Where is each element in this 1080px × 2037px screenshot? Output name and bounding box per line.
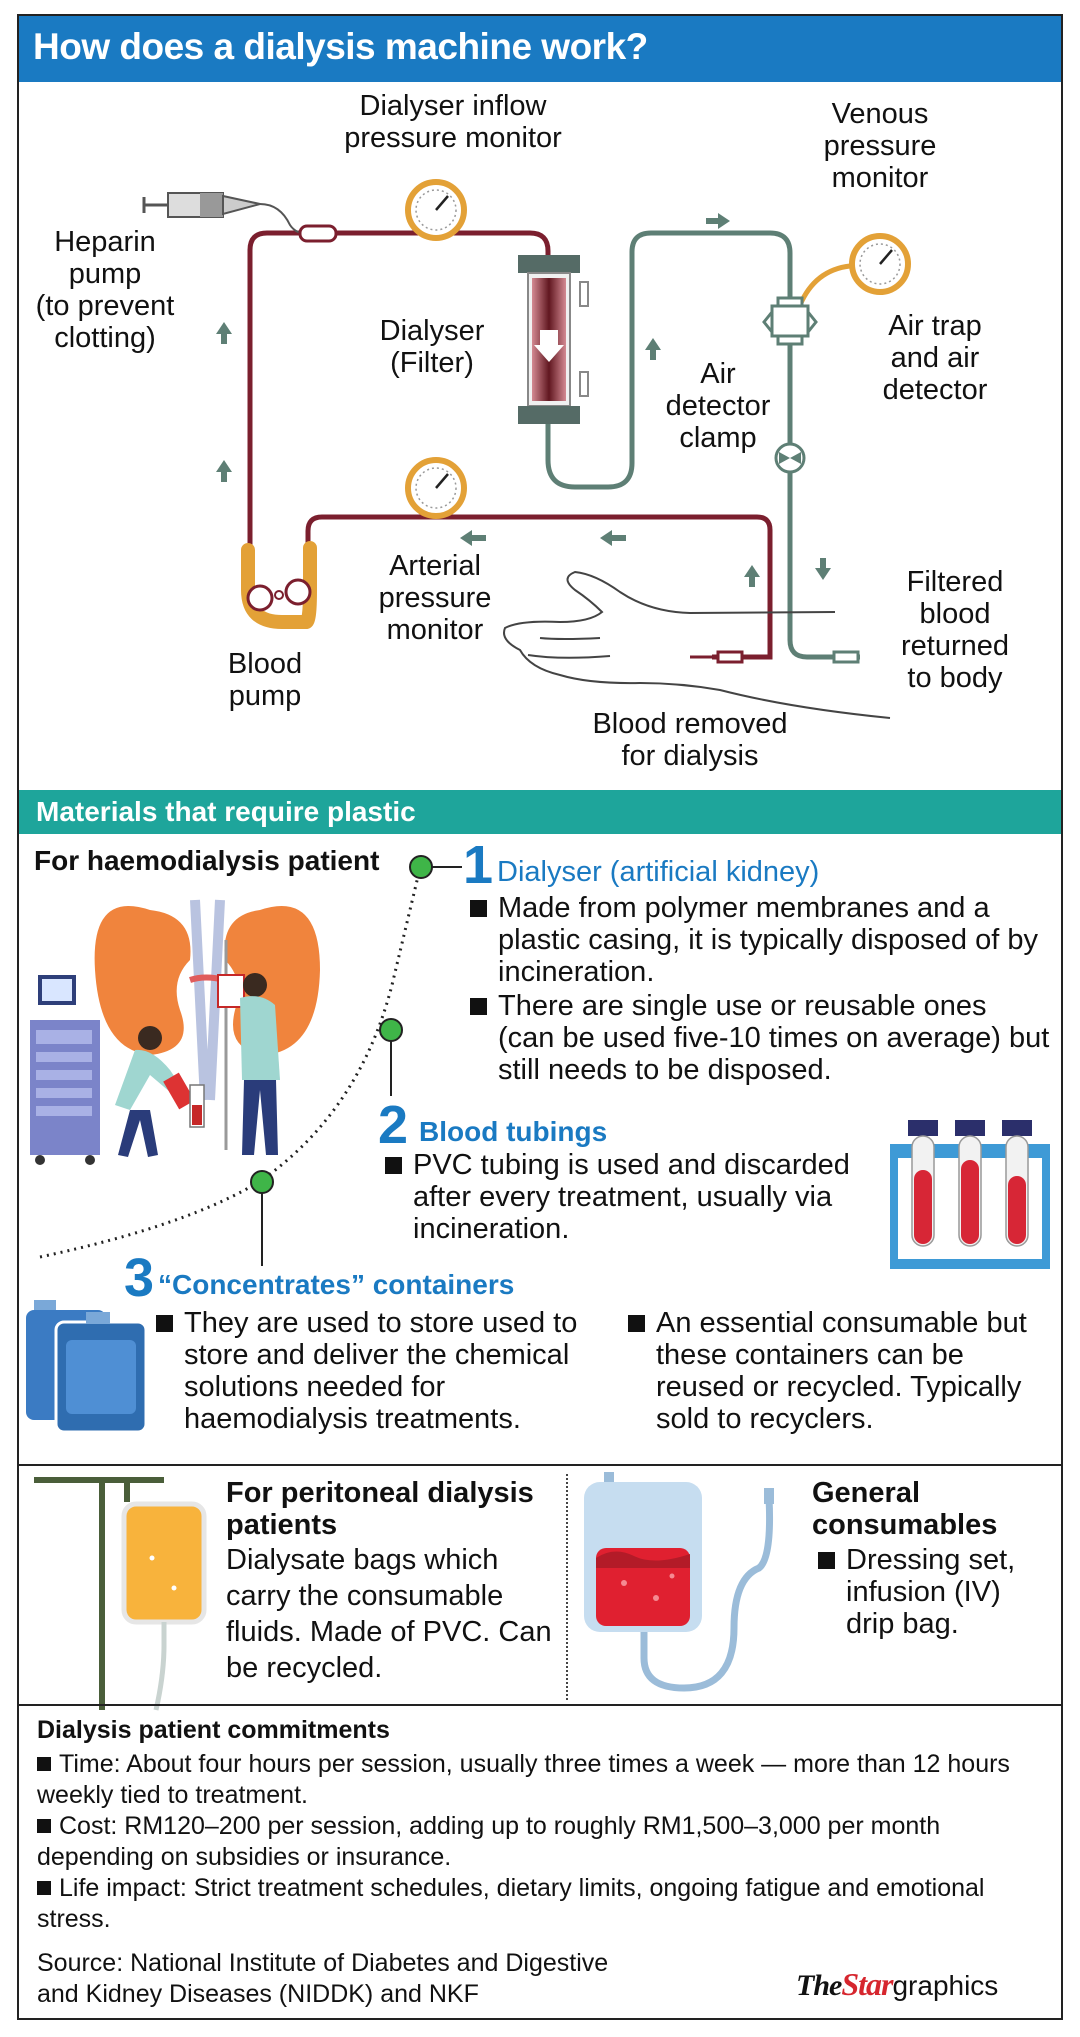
air-trap-icon [762,296,818,346]
label-filtered-blood: Filtered blood returned to body [900,566,1009,694]
commitment-time: Time: About four hours per session, usua… [37,1750,1010,1809]
label-heparin-pump: Heparin pump (to prevent clotting) [35,226,175,354]
label-venous-monitor: Venous pressure monitor [823,98,937,194]
item-3-title: “Concentrates” containers [158,1269,515,1300]
blood-pump-roller-left [246,584,274,612]
commitments-title: Dialysis patient commitments [37,1716,390,1744]
concentrate-containers-icon [26,1300,148,1434]
label-arterial-monitor: Arterial pressure monitor [378,550,492,646]
timeline-curve [39,855,462,1266]
arterial-gauge-icon [405,457,467,519]
dotted-vertical-divider [566,1474,568,1700]
item-1-number: 1 [463,835,494,895]
venous-return-line [787,338,860,660]
item-2-title: Blood tubings [419,1116,608,1147]
air-detector-clamp-icon [774,442,806,474]
item-2-number: 2 [378,1095,409,1155]
arterial-needle [716,650,744,664]
label-air-detector-clamp: Air detector clamp [665,358,771,454]
label-air-trap: Air trap and air detector [882,310,988,406]
haemodialysis-title: For haemodialysis patient [34,845,380,876]
item-1-title: Dialyser (artificial kidney) [497,856,820,888]
item-3-bullet-1: They are used to store used to store and… [156,1307,616,1435]
the-star-graphics-logo: TheStargraphics [796,1966,999,2002]
item-2-bullet-1: PVC tubing is used and discarded after e… [385,1149,895,1245]
iv-stand-bag-icon [34,1477,207,1711]
source-note: Source: National Institute of Diabetes a… [37,1949,609,2008]
dialyser-inflow-gauge-icon [405,179,467,241]
timeline-dot-1 [409,855,433,879]
label-blood-removed: Blood removed for dialysis [592,708,788,772]
venous-blood-line [545,230,793,490]
general-bullet: Dressing set, infusion (IV) drip bag. [818,1544,1038,1640]
materials-section-title: Materials that require plastic [36,796,416,827]
venous-gauge-icon [797,233,911,307]
item-1-bullet-2: There are single use or reusable ones (c… [470,990,1050,1086]
divider-2 [19,1704,1061,1706]
label-blood-pump: Blood pump [227,648,303,712]
dialysis-circuit-diagram [142,179,911,719]
infographic-frame [17,14,1063,2020]
item-3-number: 3 [124,1248,155,1308]
general-title: General consumables [812,1477,998,1541]
commitment-life-impact: Life impact: Strict treatment schedules,… [37,1874,985,1933]
materials-section-bar: Materials that require plastic [19,790,1061,834]
commitment-cost: Cost: RM120–200 per session, adding up t… [37,1812,941,1871]
dialyser-filter-icon [518,255,589,424]
page-title: How does a dialysis machine work? [33,26,648,67]
haemodialysis-illustration [30,899,320,1165]
venous-needle [832,650,860,664]
patient-arm-outline [503,570,891,719]
peritoneal-text: Dialysate bags which carry the consumabl… [226,1544,552,1684]
label-dialyser-filter: Dialyser (Filter) [379,315,485,379]
blood-pump-roller-right [284,578,312,606]
title-bar: How does a dialysis machine work? [19,16,1061,82]
item-3-bullet-2: An essential consumable but these contai… [628,1307,1058,1435]
blood-line-to-pump [247,230,551,550]
divider-1 [19,1464,1061,1466]
peritoneal-title: For peritoneal dialysis patients [226,1477,534,1541]
label-dialyser-inflow: Dialyser inflow pressure monitor [344,90,562,154]
flow-arrows [216,213,831,587]
blood-drip-bag-icon [584,1472,774,1692]
arterial-blood-line [305,514,773,660]
heparin-syringe-icon [142,192,338,243]
blood-tubes-rack-icon [890,1120,1050,1269]
item-1-bullet-1: Made from polymer membranes and a plasti… [470,892,1050,988]
